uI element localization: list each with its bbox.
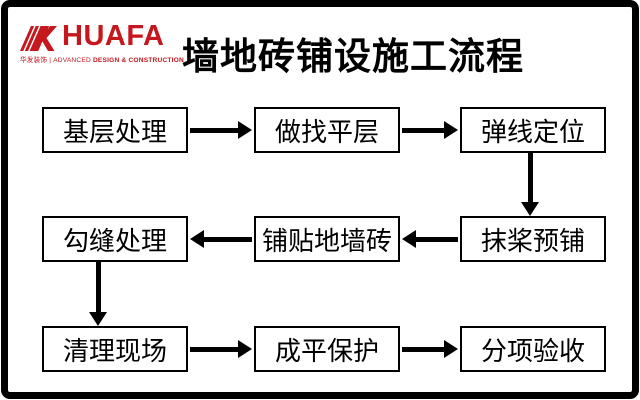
flow-step-box: 弹线定位 — [460, 107, 606, 153]
flow-step-box: 铺贴地墙砖 — [254, 216, 400, 262]
brand-tagline-bold: DESIGN & CONSTRUCTION — [92, 57, 184, 64]
flow-step-box: 基层处理 — [42, 107, 188, 153]
flow-step-box: 分项验收 — [460, 326, 606, 372]
brand-tagline: 华发装饰 | ADVANCED DESIGN & CONSTRUCTION — [20, 54, 184, 64]
flow-step-box: 清理现场 — [42, 326, 188, 372]
brand-tagline-left: 华发装饰 | ADVANCED — [20, 57, 93, 64]
slide-title: 墙地砖铺设施工流程 — [182, 36, 524, 77]
huafa-k-logo-icon — [20, 26, 57, 51]
huafa-logo: HUAFA 华发装饰 | ADVANCED DESIGN & CONSTRUCT… — [20, 21, 184, 64]
flow-step-box: 成平保护 — [254, 326, 400, 372]
brand-name: HUAFA — [62, 19, 165, 52]
flow-step-box: 抹桨预铺 — [460, 216, 606, 262]
flow-step-box: 勾缝处理 — [42, 216, 188, 262]
flow-step-box: 做找平层 — [254, 107, 400, 153]
